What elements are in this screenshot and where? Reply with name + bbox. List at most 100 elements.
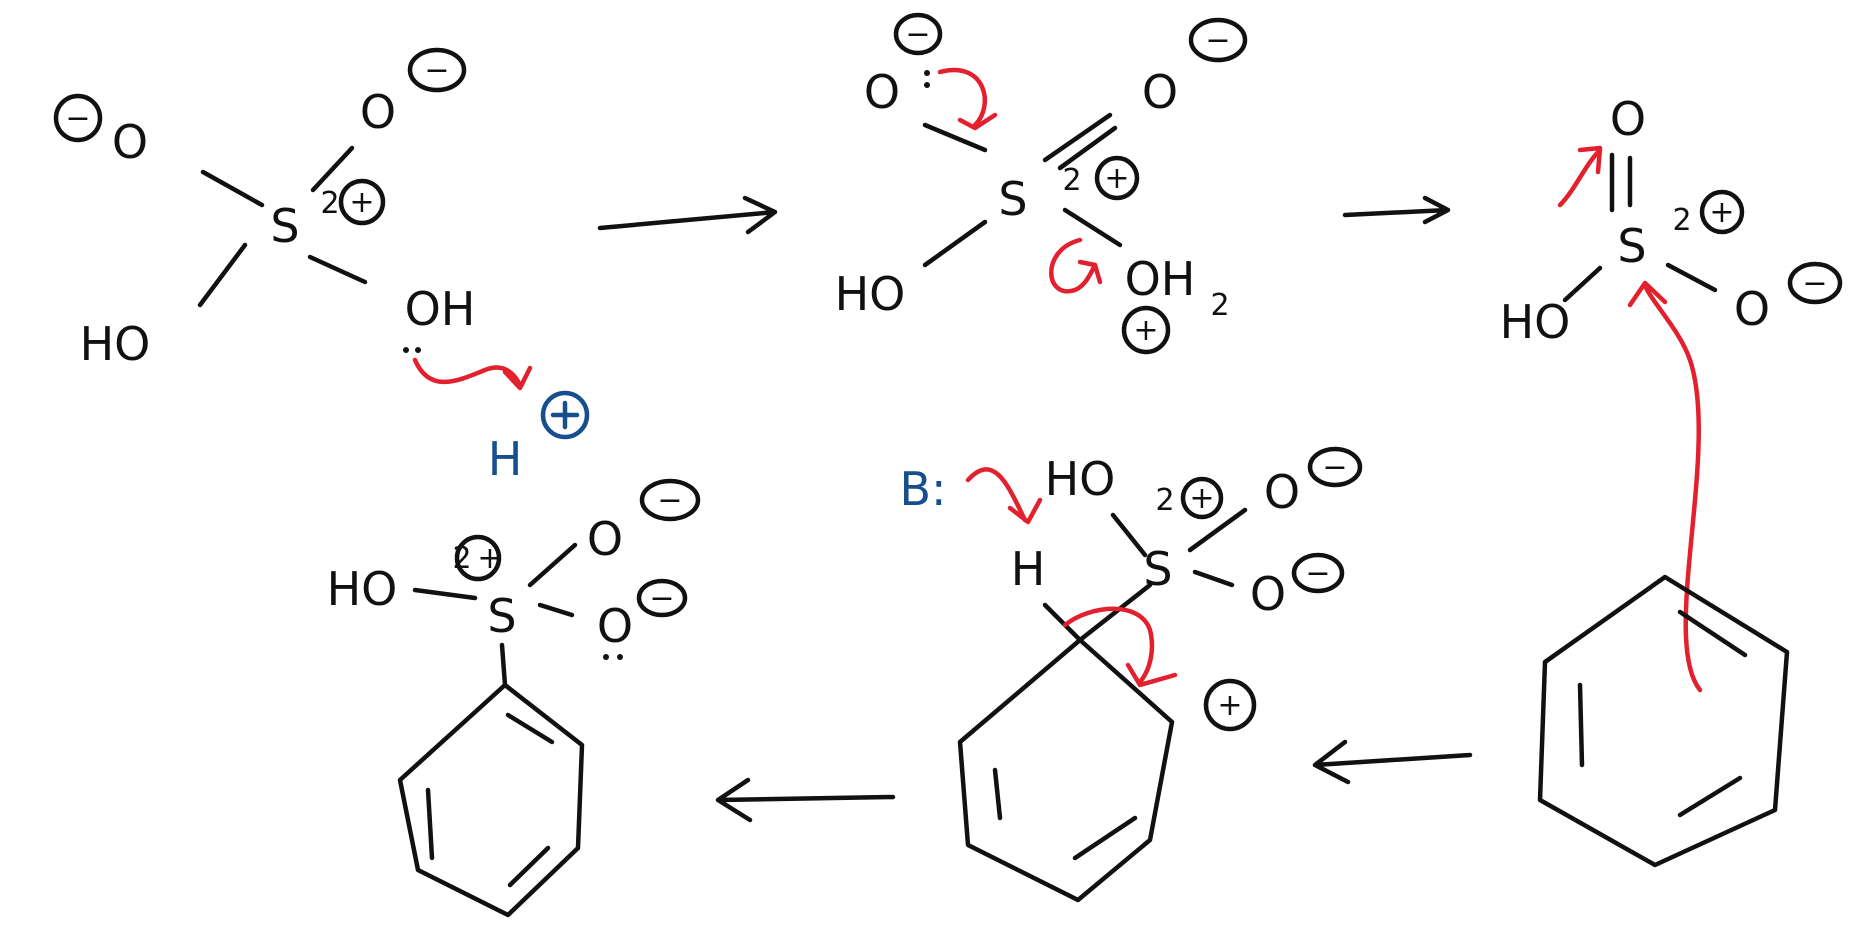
minus-sign: − (424, 53, 449, 88)
curved-arrow (1642, 282, 1703, 693)
arrow-head (1577, 145, 1603, 175)
reaction-arrow (597, 195, 778, 235)
bond (922, 219, 988, 268)
bond (527, 542, 578, 588)
reaction-arrow (1342, 195, 1451, 225)
lone-pair-dot (603, 654, 609, 660)
oxygen-top: O (587, 512, 623, 566)
oxygen-top: O (1610, 92, 1646, 146)
minus-charge-circle (407, 47, 467, 93)
curved-arrow (412, 357, 523, 388)
oxygen-top-left: O (864, 65, 900, 119)
minus-sign: − (649, 581, 674, 616)
oxygen-top: O (360, 85, 396, 139)
water-leaving-group: OH (1125, 252, 1196, 306)
step3-structure: O S 2 + HO O − (1500, 92, 1843, 693)
sulfur-charge-number: 2 (320, 186, 339, 221)
hydroxyl-group: HO (1500, 295, 1571, 349)
hydroxyl-group: HO (1045, 452, 1116, 506)
reaction-arrow (715, 777, 896, 823)
plus-sign: + (1189, 481, 1214, 516)
hydroxyl-group: HO (327, 562, 398, 616)
minus-sign: − (65, 101, 90, 136)
benzenesulfonic-ring (397, 682, 585, 918)
arrow-head (1627, 280, 1668, 308)
minus-sign: − (1205, 23, 1230, 58)
oxygen-left: O (112, 115, 148, 169)
bond (197, 242, 248, 308)
minus-charge-circle (1307, 446, 1363, 488)
plus-sign-mark (550, 400, 580, 430)
lone-pair-dot (924, 82, 930, 88)
plus-charge-circle (338, 178, 386, 226)
bond (1562, 265, 1603, 303)
step5-structure: HO 2 + O − S O − (327, 478, 701, 688)
plus-sign: + (1133, 313, 1158, 348)
oxygen-top: O (1264, 465, 1300, 519)
arrow-head (1007, 497, 1043, 525)
double-bond (1072, 815, 1138, 861)
bond (922, 122, 988, 153)
oxygen-lower: O (597, 599, 633, 653)
lone-pair-dot (617, 654, 623, 660)
plus-sign: + (1709, 195, 1734, 230)
plus-charge-circle (1203, 678, 1257, 732)
proton-h: H (488, 432, 523, 486)
bond (200, 169, 265, 208)
double-bond (1577, 682, 1585, 768)
double-bond (1609, 152, 1633, 213)
curved-arrow (1062, 606, 1155, 685)
minus-charge-circle (1188, 17, 1248, 63)
reaction-arrow (1312, 739, 1473, 785)
plus-charge-circle (1699, 189, 1745, 235)
lone-pair-dot (415, 347, 421, 353)
bond (412, 587, 478, 601)
arrow-head (1077, 259, 1103, 285)
bond (1192, 569, 1235, 588)
bond (1110, 512, 1148, 558)
sulfur-atom: S (1617, 219, 1646, 273)
plus-sign: + (1104, 161, 1129, 196)
arrow-head (957, 112, 998, 131)
minus-sign: − (657, 483, 682, 518)
double-bond (992, 767, 1003, 821)
minus-sign: − (905, 17, 930, 52)
sulfur-atom: S (487, 589, 516, 643)
minus-charge-circle (893, 12, 943, 56)
minus-sign: − (1305, 556, 1330, 591)
sigma-complex-ring (957, 637, 1175, 903)
ring (397, 682, 585, 918)
minus-charge-circle (1291, 552, 1345, 594)
bond (310, 145, 355, 193)
plus-charge-circle (454, 534, 502, 582)
bond (1057, 125, 1118, 171)
double-bond (1677, 609, 1748, 658)
bond (1665, 262, 1718, 293)
subscript-2: 2 (1210, 288, 1229, 323)
lone-pair-dot (924, 70, 930, 76)
bond (307, 254, 368, 285)
double-bond (505, 712, 555, 745)
step2-structure: − O O − S 2 + HO OH 2 + (835, 12, 1248, 355)
ring (1537, 574, 1790, 868)
plus-charge-circle (1180, 476, 1224, 520)
bond (499, 642, 508, 688)
oxygen-right: O (1250, 567, 1286, 621)
step4-structure: B: H HO 2 + O − S O − + (899, 446, 1363, 732)
sulfur-charge-number: 2 (1672, 203, 1691, 238)
step1-structure: − O O − S 2 + OH HO H (53, 47, 590, 486)
sulfur-atom: S (998, 172, 1027, 226)
minus-sign: − (1802, 266, 1827, 301)
minus-sign: − (1322, 450, 1347, 485)
bond (1187, 507, 1248, 553)
oxygen-top-right: O (1142, 65, 1178, 119)
sulfur-atom: S (270, 199, 299, 253)
ring (957, 637, 1175, 903)
curved-arrow (1557, 147, 1603, 208)
double-bond (507, 845, 551, 888)
plus-charge-circle (540, 390, 590, 440)
hydroxyl-group: OH (405, 282, 476, 336)
hydroxyl-group: HO (80, 317, 151, 371)
